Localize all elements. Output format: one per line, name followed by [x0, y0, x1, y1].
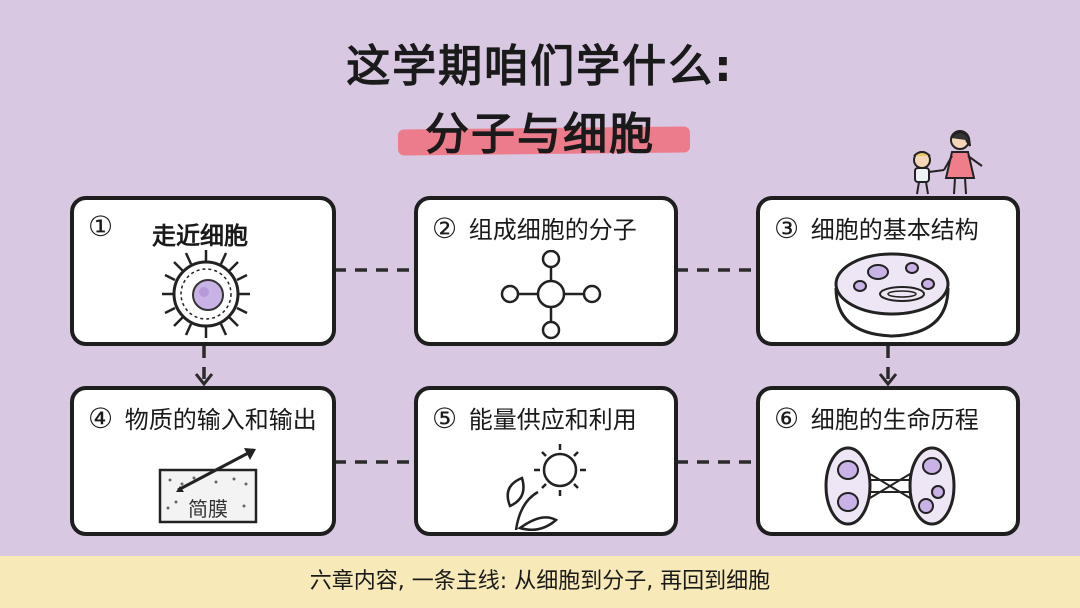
chapter-title: 细胞的基本结构	[810, 216, 979, 244]
chapter-title: 走近细胞	[152, 222, 248, 250]
chapter-card-6[interactable]: ⑥ 细胞的生命历程	[756, 386, 1020, 536]
chapter-card-4[interactable]: ④ 物质的输入和输出 简膜	[70, 386, 336, 536]
chapter-title: 物质的输入和输出	[124, 406, 317, 434]
chapter-number: ⑥	[774, 402, 800, 435]
chapter-title: 能量供应和利用	[468, 406, 637, 434]
children-illustration	[913, 130, 983, 195]
chapter-card-1[interactable]: ① 走近细胞	[70, 196, 336, 346]
chapter-number: ②	[432, 212, 458, 245]
molecule-icon	[500, 250, 602, 340]
cell-division-icon	[824, 446, 956, 526]
membrane-transport-icon: 简膜	[158, 448, 258, 524]
chapter-title: 细胞的生命历程	[810, 406, 979, 434]
page-subtitle: 分子与细胞	[425, 109, 655, 160]
cell-with-cilia-icon	[162, 250, 250, 338]
chapter-card-3[interactable]: ③ 细胞的基本结构	[756, 196, 1020, 346]
chapter-number: ⑤	[432, 402, 458, 435]
chapter-card-5[interactable]: ⑤ 能量供应和利用	[414, 386, 678, 536]
chapter-number: ①	[88, 210, 114, 243]
sun-and-leaf-icon	[506, 444, 586, 531]
chapter-title: 组成细胞的分子	[468, 216, 637, 244]
footer-caption: 六章内容, 一条主线: 从细胞到分子, 再回到细胞	[0, 556, 1080, 608]
page-title: 这学期咱们学什么:	[346, 41, 734, 92]
membrane-label: 简膜	[188, 497, 228, 521]
chapter-number: ③	[774, 212, 800, 245]
chapter-card-2[interactable]: ② 组成细胞的分子	[414, 196, 678, 346]
cell-structure-icon	[834, 252, 950, 338]
chapter-number: ④	[88, 402, 114, 435]
